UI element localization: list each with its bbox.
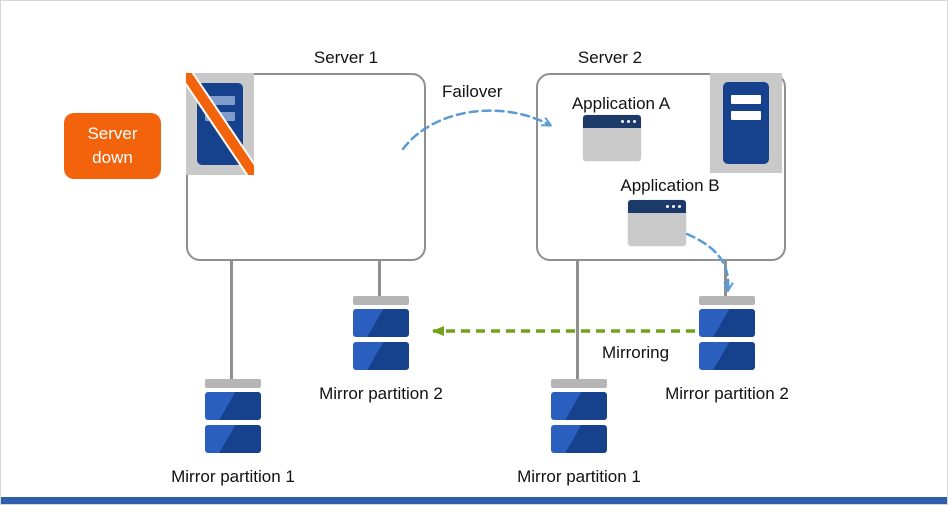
window-body [583,128,641,161]
disk [353,342,409,370]
window-dot-icon [678,205,681,208]
server2-mirror-partition2-label: Mirror partition 2 [665,384,789,403]
window-dot-icon [627,120,630,123]
disk [699,309,755,337]
disk [551,392,607,420]
disk [699,342,755,370]
server2-mirror-partition2-icon [699,296,755,370]
server2-mirror-partition1-icon [551,379,607,453]
application-b-window-icon [628,200,686,246]
window-dot-icon [621,120,624,123]
server2-mp2-connector-line [724,259,727,299]
server1-tower-icon [186,73,254,175]
server2-title: Server 2 [577,48,643,67]
window-dot-icon [672,205,675,208]
server1-mp1-connector-line [230,259,233,381]
server1-title: Server 1 [313,48,379,67]
server1-mirror-partition2-icon [353,296,409,370]
application-a-label: Application A [571,94,671,113]
server-down-badge: Server down [64,113,161,179]
server2-mirror-partition1-label: Mirror partition 1 [517,467,641,486]
mirroring-label: Mirroring [602,343,670,362]
server1-mirror-partition1-label: Mirror partition 1 [171,467,295,486]
disk-cap [353,296,409,305]
disk [205,425,261,453]
server-down-badge-text: Server down [87,124,138,167]
window-titlebar [583,115,641,128]
failover-label: Failover [442,82,503,101]
disk [353,309,409,337]
window-dot-icon [633,120,636,123]
window-body [628,213,686,246]
disk-cap [205,379,261,388]
window-dot-icon [666,205,669,208]
server-slot-icon [731,111,761,120]
application-a-window-icon [583,115,641,161]
application-b-label: Application B [620,176,720,195]
disk [551,425,607,453]
footer-accent-bar [1,497,947,504]
server1-mirror-partition1-icon [205,379,261,453]
server1-mirror-partition2-label: Mirror partition 2 [319,384,443,403]
server2-tower-icon [710,73,782,173]
server1-mp2-connector-line [378,259,381,299]
disk [205,392,261,420]
server2-mp1-connector-line [576,259,579,381]
server-tower-shape [723,82,769,164]
server-slot-icon [731,95,761,104]
server-slot-icon [205,96,235,105]
disk-cap [551,379,607,388]
disk-cap [699,296,755,305]
window-titlebar [628,200,686,213]
